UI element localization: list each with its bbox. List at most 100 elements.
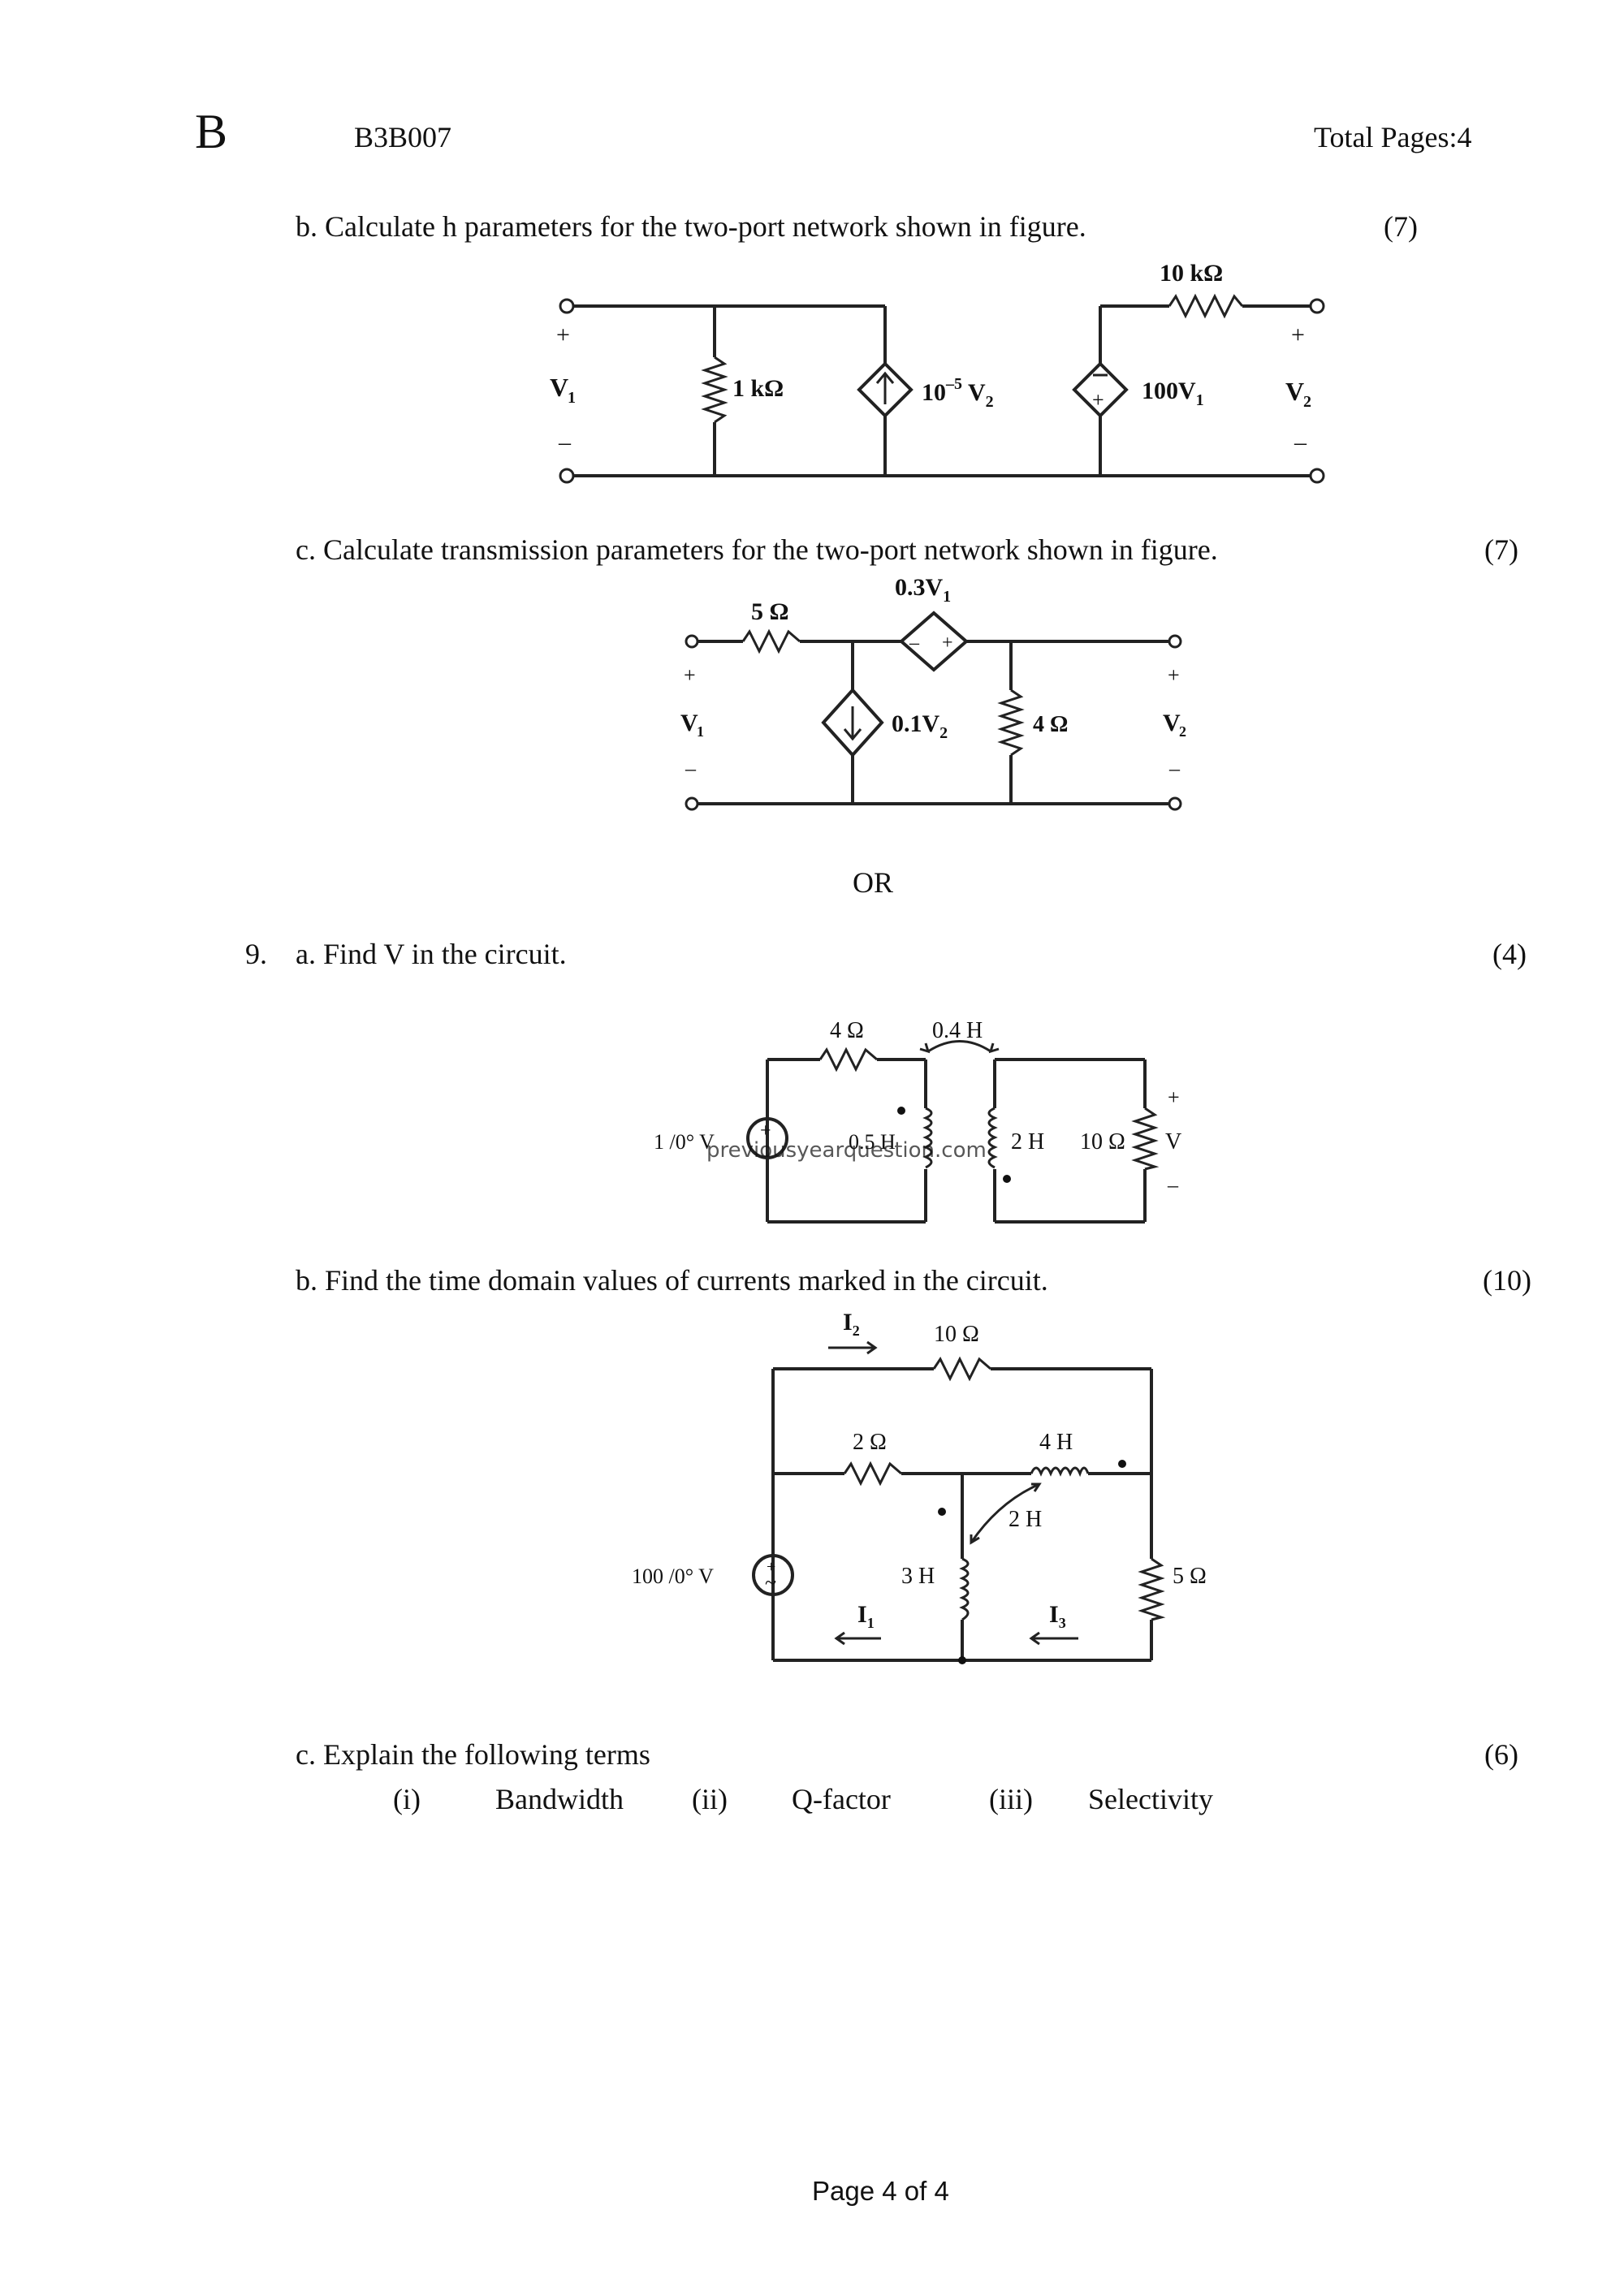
current-arrow-i2 bbox=[828, 1340, 878, 1355]
question-9a-marks: (4) bbox=[1492, 938, 1527, 970]
svg-text:V: V bbox=[1165, 1129, 1181, 1154]
term-3-number: (iii) bbox=[989, 1783, 1033, 1815]
svg-text:2 Ω: 2 Ω bbox=[853, 1430, 887, 1455]
wires bbox=[559, 298, 1325, 484]
svg-text:–: – bbox=[909, 632, 920, 654]
svg-text:I2: I2 bbox=[843, 1309, 860, 1339]
resistor-4ohm bbox=[818, 1047, 878, 1072]
term-1-number: (i) bbox=[393, 1783, 421, 1815]
current-arrow-i1 bbox=[834, 1631, 881, 1646]
svg-text:3 H: 3 H bbox=[901, 1564, 935, 1589]
svg-text:0.5 H: 0.5 H bbox=[849, 1130, 896, 1154]
svg-text:2: 2 bbox=[1303, 393, 1311, 411]
svg-text:V: V bbox=[1285, 377, 1304, 406]
svg-text:0.1V2: 0.1V2 bbox=[892, 710, 948, 742]
resistor-5ohm bbox=[741, 628, 801, 654]
mutual-arrow bbox=[970, 1482, 1040, 1543]
wires bbox=[771, 1367, 1153, 1664]
svg-text:–: – bbox=[558, 429, 572, 455]
svg-text:1: 1 bbox=[697, 723, 704, 740]
question-9-number: 9. bbox=[245, 938, 267, 970]
circuit-coupled-inductors: + 4 Ω 0.4 H 1 /0° V 0.5 H 2 H 10 Ω + V –… bbox=[654, 1018, 1181, 1224]
svg-text:+: + bbox=[556, 322, 570, 348]
svg-text:+: + bbox=[760, 1120, 771, 1142]
svg-text:–: – bbox=[685, 757, 697, 780]
svg-text:100V1: 100V1 bbox=[1142, 378, 1204, 409]
resistor-10k bbox=[1168, 293, 1244, 319]
page-number: Page 4 of 4 bbox=[812, 2176, 949, 2206]
wires bbox=[685, 634, 1182, 811]
svg-text:1 /0° V: 1 /0° V bbox=[654, 1130, 715, 1154]
svg-text:–: – bbox=[1294, 429, 1307, 455]
question-9b-text: b. Find the time domain values of curren… bbox=[296, 1264, 1048, 1297]
svg-text:+: + bbox=[1092, 388, 1104, 412]
svg-text:4 H: 4 H bbox=[1039, 1430, 1073, 1455]
svg-text:2 H: 2 H bbox=[1009, 1507, 1042, 1532]
svg-text:+: + bbox=[1291, 322, 1305, 348]
question-8c-marks: (7) bbox=[1484, 533, 1518, 566]
svg-text:+: + bbox=[1168, 663, 1180, 687]
resistor-2ohm bbox=[843, 1461, 902, 1487]
svg-text:1: 1 bbox=[568, 389, 576, 407]
question-9b-marks: (10) bbox=[1483, 1264, 1531, 1297]
current-arrow-i3 bbox=[1029, 1631, 1078, 1646]
svg-text:4 Ω: 4 Ω bbox=[1033, 712, 1068, 737]
resistor-10ohm bbox=[1131, 1107, 1160, 1171]
svg-text:–: – bbox=[1167, 1173, 1179, 1197]
question-9c-text: c. Explain the following terms bbox=[296, 1738, 650, 1771]
svg-text:1 kΩ: 1 kΩ bbox=[732, 375, 784, 402]
svg-text:2 H: 2 H bbox=[1011, 1129, 1044, 1154]
term-2-label: Q-factor bbox=[792, 1783, 891, 1815]
dependent-voltage-source bbox=[1072, 361, 1129, 418]
svg-text:I1: I1 bbox=[857, 1601, 875, 1631]
svg-text:+: + bbox=[767, 1558, 775, 1576]
term-1-label: Bandwidth bbox=[495, 1783, 624, 1815]
dependent-current-source bbox=[857, 361, 914, 418]
resistor-5ohm bbox=[1138, 1557, 1166, 1621]
total-pages: Total Pages:4 bbox=[1314, 121, 1472, 153]
svg-text:V: V bbox=[680, 710, 698, 736]
inductor-2h bbox=[987, 1107, 998, 1169]
svg-text:+: + bbox=[684, 663, 696, 687]
term-2-number: (ii) bbox=[692, 1783, 728, 1815]
circuit-transmission-parameters: – + 5 Ω 0.3V1 0.1V2 4 Ω + V 1 – + V 2 – bbox=[680, 574, 1186, 811]
mutual-arrow bbox=[927, 1040, 991, 1053]
resistor-4ohm bbox=[997, 688, 1025, 757]
svg-text:10 Ω: 10 Ω bbox=[934, 1322, 979, 1347]
or-separator: OR bbox=[853, 866, 894, 899]
dependent-current-source bbox=[821, 688, 884, 757]
resistor-10ohm bbox=[932, 1356, 991, 1382]
set-letter: B bbox=[195, 105, 228, 158]
inductor-05h bbox=[922, 1107, 933, 1169]
svg-text:4 Ω: 4 Ω bbox=[830, 1018, 864, 1043]
svg-text:10 kΩ: 10 kΩ bbox=[1160, 260, 1223, 287]
question-9a-text: a. Find V in the circuit. bbox=[296, 938, 567, 970]
inductor-3h bbox=[959, 1557, 970, 1621]
svg-text:I3: I3 bbox=[1049, 1601, 1066, 1631]
svg-text:10–5 V2: 10–5 V2 bbox=[922, 375, 994, 411]
svg-text:5 Ω: 5 Ω bbox=[1173, 1564, 1207, 1589]
circuit-time-domain-currents: + ~ I2 10 Ω 2 Ω 4 H 2 H 100 /0° V 3 H 5 … bbox=[632, 1309, 1207, 1664]
svg-text:10 Ω: 10 Ω bbox=[1080, 1129, 1125, 1154]
question-8b-text: b. Calculate h parameters for the two-po… bbox=[296, 210, 1086, 243]
inductor-4h bbox=[1030, 1466, 1090, 1478]
svg-text:2: 2 bbox=[1179, 723, 1186, 740]
svg-text:~: ~ bbox=[765, 1571, 776, 1595]
term-3-label: Selectivity bbox=[1088, 1783, 1213, 1815]
watermark: previousyearquestion.com bbox=[706, 1138, 987, 1163]
question-8b-marks: (7) bbox=[1384, 210, 1418, 243]
wires bbox=[766, 1058, 1147, 1224]
svg-text:+: + bbox=[942, 632, 953, 654]
svg-text:V: V bbox=[1163, 710, 1181, 736]
resistor-1k bbox=[701, 356, 728, 424]
voltage-source bbox=[746, 1117, 788, 1159]
svg-text:5 Ω: 5 Ω bbox=[751, 598, 789, 625]
svg-text:V: V bbox=[550, 373, 568, 402]
svg-text:0.3V1: 0.3V1 bbox=[895, 574, 951, 606]
svg-text:100 /0° V: 100 /0° V bbox=[632, 1564, 714, 1588]
svg-text:0.4 H: 0.4 H bbox=[932, 1018, 983, 1043]
question-9c-marks: (6) bbox=[1484, 1738, 1518, 1771]
ac-source bbox=[752, 1554, 794, 1596]
circuit-h-parameters: + V 1 – 1 kΩ 10–5 V2 + 100V1 10 kΩ + V 2… bbox=[550, 260, 1325, 484]
question-8c-text: c. Calculate transmission parameters for… bbox=[296, 533, 1218, 566]
